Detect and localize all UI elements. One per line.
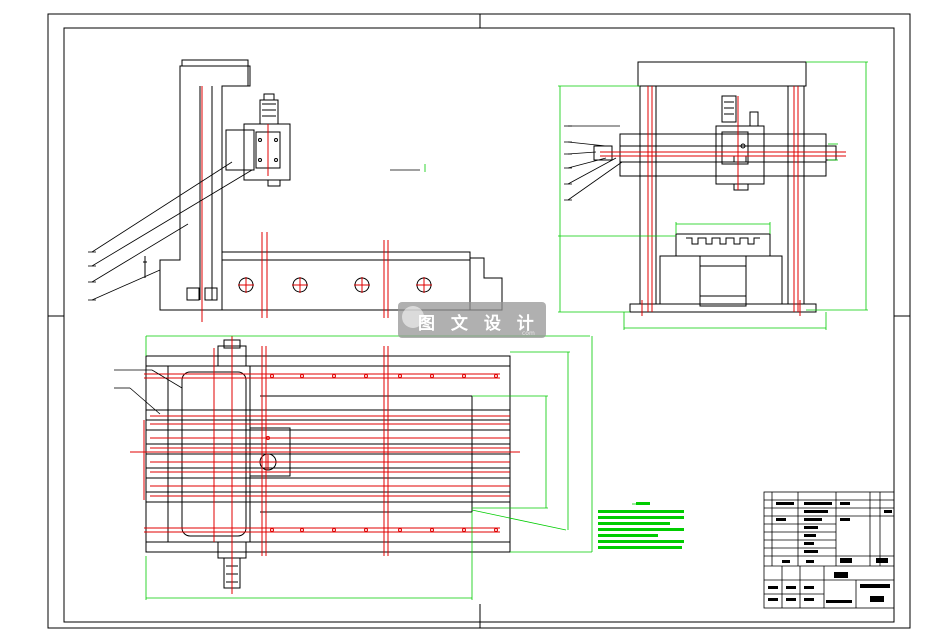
plan-view [145,339,511,589]
side-view-centerlines [201,86,432,322]
title-block [763,491,895,609]
front-view-centerlines [600,86,846,316]
title-block-text-marks [768,502,892,603]
technical-notes [598,502,684,549]
side-view-leaders [88,161,426,301]
watermark-text: 图 文 设 计 [418,314,539,334]
plan-view-holes [260,374,498,532]
plan-view-leaders [114,369,183,415]
drawing-border [47,13,911,629]
plan-view-centerlines [130,336,520,594]
watermark-domain: com [522,330,535,337]
gantry-front-view [593,61,837,313]
watermark-logo-icon [402,306,424,328]
front-view-dimensions [558,61,868,330]
front-view-leaders [564,125,623,201]
